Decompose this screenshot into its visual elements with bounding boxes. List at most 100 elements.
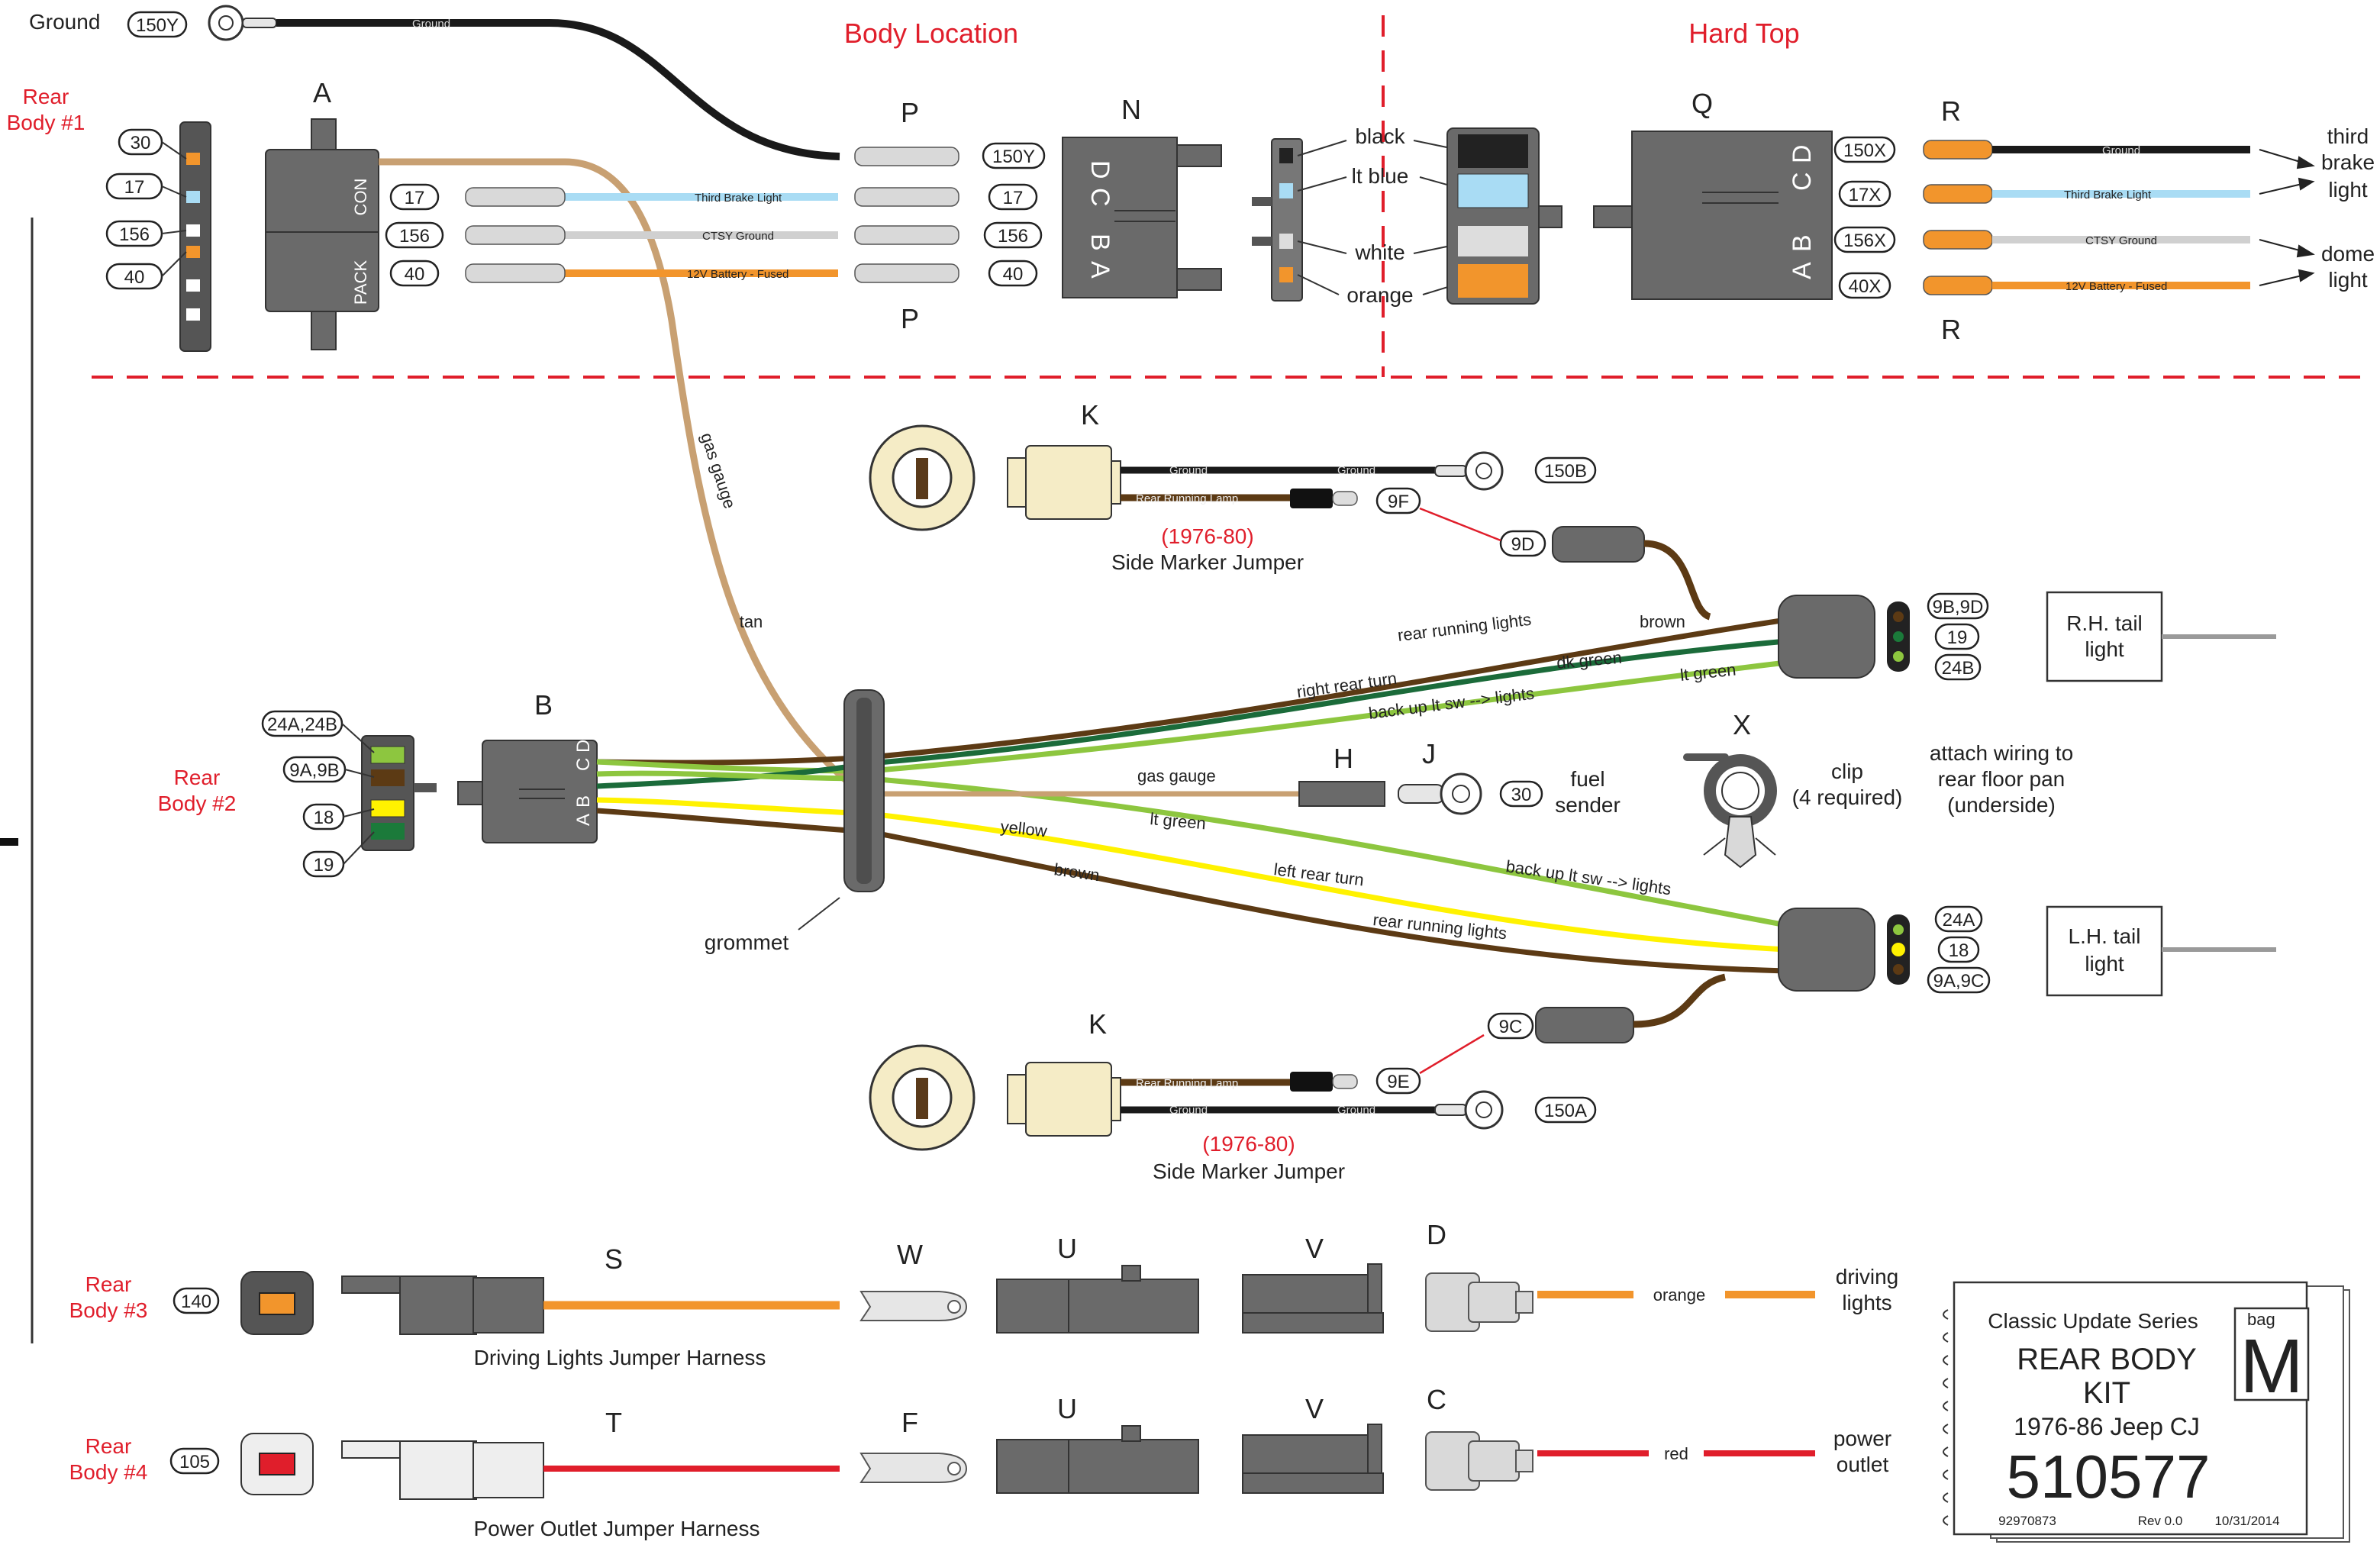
svg-text:150B: 150B [1544,461,1587,482]
kit-part-number: 92970873 [1998,1514,2056,1528]
svg-text:B: B [1085,234,1114,251]
hardtop-small-connector [1252,138,1303,302]
smb-wire-text-ground-a: Ground [1169,1104,1208,1117]
label-rear-running-top: rear running lights [1397,610,1533,645]
connector-v-top [1242,1263,1384,1334]
power-outlet-dest-1: power [1833,1427,1891,1450]
svg-text:18: 18 [1949,940,1969,961]
svg-text:156X: 156X [1843,231,1886,251]
svg-text:150X: 150X [1843,140,1886,161]
section-title-hard-top: Hard Top [1688,18,1799,49]
label-H: H [1334,743,1353,774]
rh-tail-label-2: light [2085,637,2124,661]
harness-top-right-terminals [854,147,959,283]
hardtop-right-pills: 150X 17X 156X 40X [1833,136,1896,299]
svg-text:24A,24B: 24A,24B [267,714,337,735]
connector-j-ring [1398,772,1482,815]
svg-text:17: 17 [1003,188,1024,208]
label-P-top: P [901,97,919,128]
label-K-bottom: K [1088,1008,1107,1040]
label-lt-green-mid: lt green [1150,809,1207,833]
driving-lights-dest-1: driving [1836,1265,1898,1288]
clip-x [1683,753,1777,869]
svg-text:40: 40 [1003,264,1024,285]
rear-body-4-line1: Rear [85,1434,132,1458]
svg-text:white: white [1354,240,1404,264]
ground-wire [276,19,840,160]
smb-pills: 9C 9E 150A [1375,1012,1597,1124]
clip-note-3: (underside) [1947,793,2056,817]
svg-text:9A,9B: 9A,9B [289,760,339,781]
label-brown-top: brown [1640,612,1685,631]
rear-body-1-line2: Body #1 [7,111,85,134]
smt-wire-text-ground-a: Ground [1169,464,1208,477]
dest-third-2: brake [2321,150,2375,174]
margin-scale-tick [0,838,18,846]
dest-dome-2: light [2328,268,2368,292]
smb-wire-text-ground-b: Ground [1337,1104,1375,1117]
smt-ring-terminal [1434,451,1504,491]
svg-text:C: C [1788,172,1817,191]
label-W: W [897,1239,923,1270]
svg-text:9B,9D: 9B,9D [1933,597,1984,618]
svg-text:9E: 9E [1387,1072,1409,1092]
svg-text:17: 17 [124,177,145,198]
smt-bullet-tip [1332,491,1358,506]
label-brown-bottom: brown [1053,859,1101,885]
svg-text:B: B [1788,234,1817,252]
label-J: J [1422,738,1436,769]
terminal-f [859,1453,968,1483]
label-B: B [534,689,553,721]
smt-wire-text-ground-b: Ground [1337,464,1375,477]
svg-text:30: 30 [1511,785,1532,805]
svg-text:40: 40 [405,264,425,285]
hardtop-receptacle [1446,127,1562,305]
lh-tail-label-1: L.H. tail [2069,924,2141,948]
fuel-sender-line2: sender [1555,793,1621,817]
svg-text:30: 30 [131,133,151,153]
dest-dome-1: dome [2321,242,2375,266]
svg-text:24A: 24A [1943,910,1975,930]
svg-text:black: black [1355,124,1405,148]
lh-tail-pills: 24A 18 9A,9C [1927,905,1991,994]
svg-text:C: C [1085,188,1114,207]
label-yellow: yellow [999,817,1048,840]
lh-tail-label-2: light [2085,952,2124,976]
svg-text:9C: 9C [1499,1017,1523,1037]
smt-title: Side Marker Jumper [1111,550,1304,574]
svg-text:24B: 24B [1942,658,1975,679]
rh-tail-pills: 9B,9D 19 24B [1927,592,1989,681]
grommet-label: grommet [705,930,789,954]
label-N: N [1121,94,1141,125]
svg-text:150Y: 150Y [992,147,1035,167]
label-S: S [605,1243,623,1275]
smt-plug-9d [1552,526,1645,563]
svg-text:A: A [1788,262,1817,279]
wire-brown-to-rh [596,617,1787,766]
label-V-top: V [1305,1233,1324,1264]
wire-lt-green-to-lh [596,770,1787,928]
svg-text:17: 17 [405,188,425,208]
svg-text:lt blue: lt blue [1352,164,1409,188]
wire-yellow-to-lh [596,797,1787,953]
label-R-top: R [1941,95,1961,127]
driving-lights-wire-label: orange [1653,1285,1706,1305]
connector-u-top [996,1265,1199,1334]
wire-dk-green-to-rh [869,638,1787,766]
label-R-bottom: R [1941,314,1961,345]
pill-105: 105 [169,1447,220,1475]
label-U-top: U [1057,1233,1077,1264]
kit-number: 510577 [2007,1443,2211,1511]
clip-label-1: clip [1831,759,1863,783]
terminal-w [859,1291,968,1321]
kit-rev: Rev 0.0 [2138,1514,2183,1528]
kit-bag-word: bag [2247,1310,2275,1329]
svg-text:9D: 9D [1511,534,1535,555]
svg-text:A: A [573,814,594,826]
smb-years: (1976-80) [1202,1132,1295,1156]
harness-top-left-terminals [465,187,566,283]
svg-text:40: 40 [124,267,145,288]
pill-30-fuel: 30 [1499,780,1543,808]
kit-vehicle: 1976-86 Jeep CJ [2014,1413,2200,1440]
